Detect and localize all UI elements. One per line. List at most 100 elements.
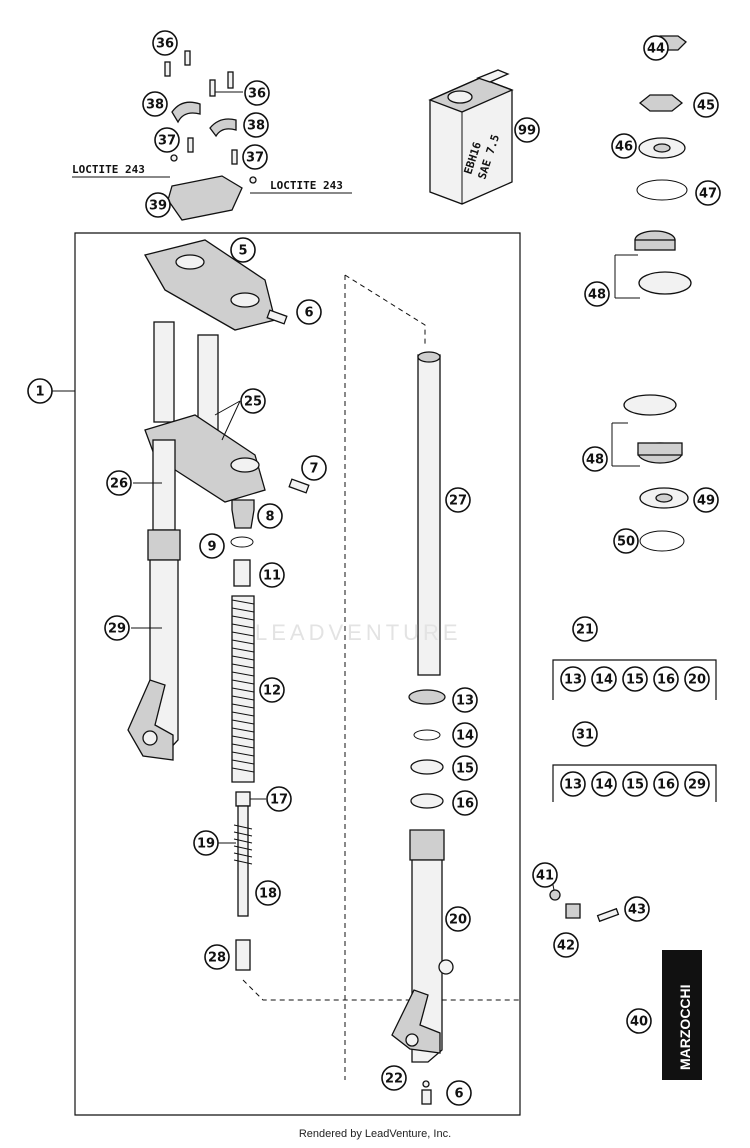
callout-26-circle [106,470,132,496]
callout-45-circle [693,92,719,118]
callout-50[interactable]: 50 [613,528,639,554]
callout-99[interactable]: 99 [514,117,540,143]
kit-21-box [552,659,717,700]
callout-37a-label: 37 [158,134,176,149]
marzocchi-plate-text: MARZOCCHI [677,984,693,1070]
callout-25[interactable]: 25 [240,388,266,414]
kit-31-item-14[interactable]: 14 [591,771,617,797]
callout-48b-circle [582,446,608,472]
callout-45[interactable]: 45 [693,92,719,118]
kit-31-item-15-label: 15 [626,778,644,793]
callout-11[interactable]: 11 [259,562,285,588]
callout-37a[interactable]: 37 [154,127,180,153]
callout-99-label: 99 [518,124,536,139]
callout-13[interactable]: 13 [452,687,478,713]
callout-22[interactable]: 22 [381,1065,407,1091]
callout-5[interactable]: 5 [230,237,256,263]
callout-layer: 4445464748484950363638383737399915625726… [27,30,721,1106]
callout-18-label: 18 [259,887,277,902]
callout-5-circle [230,237,256,263]
callout-16[interactable]: 16 [452,790,478,816]
callout-36b[interactable]: 36 [244,80,270,106]
callout-13-circle [452,687,478,713]
kit-21-item-16[interactable]: 16 [653,666,679,692]
callout-15[interactable]: 15 [452,755,478,781]
callout-7-circle [301,455,327,481]
callout-19-circle [193,830,219,856]
kit-31-item-29-label: 29 [688,778,706,793]
callout-22-label: 22 [385,1072,403,1087]
callout-12-circle [259,677,285,703]
callout-28[interactable]: 28 [204,944,230,970]
callout-42[interactable]: 42 [553,932,579,958]
callout-21[interactable]: 21 [572,616,598,642]
kit-21-item-14[interactable]: 14 [591,666,617,692]
callout-20-label: 20 [449,913,467,928]
callout-49[interactable]: 49 [693,487,719,513]
kit-31-item-15-circle [622,771,648,797]
callout-27[interactable]: 27 [445,487,471,513]
callout-6b-circle [446,1080,472,1106]
callout-6b-label: 6 [454,1087,463,1102]
callout-45-label: 45 [697,99,715,114]
callout-8-circle [257,503,283,529]
fork-internals [230,499,521,1001]
callout-40-label: 40 [630,1015,648,1030]
callout-5-label: 5 [238,244,247,259]
callout-44-label: 44 [647,42,665,57]
callout-43[interactable]: 43 [624,896,650,922]
callout-6a[interactable]: 6 [296,299,322,325]
callout-12[interactable]: 12 [259,677,285,703]
kit-31-item-14-circle [591,771,617,797]
callout-48b[interactable]: 48 [582,446,608,472]
callout-37b[interactable]: 37 [242,144,268,170]
callout-7[interactable]: 7 [301,455,327,481]
callout-16-circle [452,790,478,816]
callout-9[interactable]: 9 [199,533,225,559]
callout-6b[interactable]: 6 [446,1080,472,1106]
callout-43-circle [624,896,650,922]
kit-21-item-15[interactable]: 15 [622,666,648,692]
callout-40[interactable]: 40 [626,1008,652,1034]
kit-21-item-20[interactable]: 20 [684,666,710,692]
callout-29[interactable]: 29 [104,615,130,641]
callout-44[interactable]: 44 [643,35,669,61]
kit-21-item-20-circle [684,666,710,692]
marzocchi-plate [662,950,702,1080]
callout-8[interactable]: 8 [257,503,283,529]
callout-20[interactable]: 20 [445,906,471,932]
callout-14[interactable]: 14 [452,722,478,748]
callout-19[interactable]: 19 [193,830,219,856]
callout-18[interactable]: 18 [255,880,281,906]
kit-21-item-13[interactable]: 13 [560,666,586,692]
axle-hardware [549,889,620,923]
kit-31-item-16-circle [653,771,679,797]
callout-38b[interactable]: 38 [243,112,269,138]
callout-6a-circle [296,299,322,325]
callout-8-label: 8 [265,510,274,525]
callout-46[interactable]: 46 [611,133,637,159]
callout-47[interactable]: 47 [695,180,721,206]
callout-9-label: 9 [207,540,216,555]
kit-31-item-15[interactable]: 15 [622,771,648,797]
callout-48a[interactable]: 48 [584,281,610,307]
callout-31[interactable]: 31 [572,721,598,747]
callout-26[interactable]: 26 [106,470,132,496]
callout-17[interactable]: 17 [266,786,292,812]
kit-31-box [552,764,717,802]
callout-41[interactable]: 41 [532,862,558,888]
callout-36a[interactable]: 36 [152,30,178,56]
footer-credit: Rendered by LeadVenture, Inc. [298,1128,452,1140]
kit-31-item-13[interactable]: 13 [560,771,586,797]
callout-1[interactable]: 1 [27,378,53,404]
callout-18-circle [255,880,281,906]
watermark: LEADVENTURE [255,620,462,645]
kit-31-item-16[interactable]: 16 [653,771,679,797]
callout-27-label: 27 [449,494,467,509]
callout-39[interactable]: 39 [145,192,171,218]
callout-38a[interactable]: 38 [142,91,168,117]
callout-38b-label: 38 [247,119,265,134]
callout-48a-label: 48 [588,288,606,303]
callout-44-circle [643,35,669,61]
kit-31-item-29[interactable]: 29 [684,771,710,797]
